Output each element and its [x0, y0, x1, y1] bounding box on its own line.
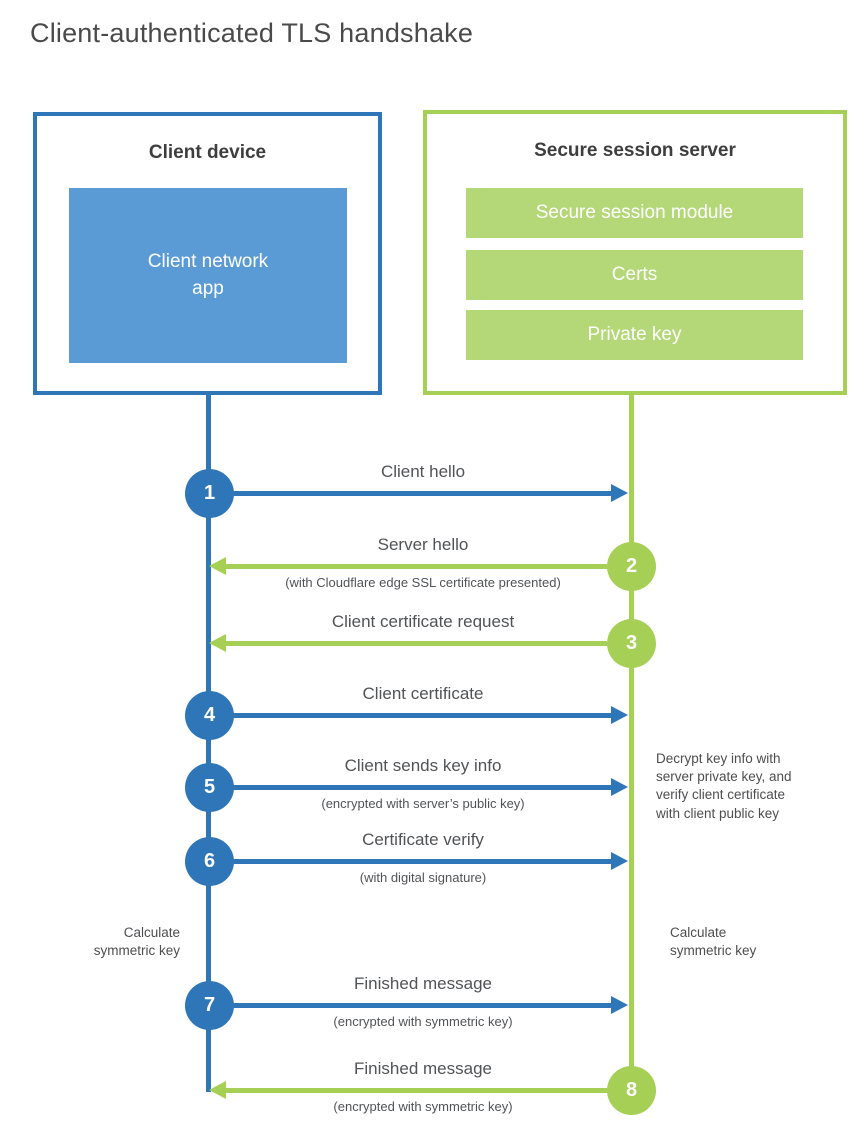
message-label: Client certificate request	[331, 612, 515, 631]
message-sublabel: (encrypted with server’s public key)	[321, 796, 525, 811]
calculate-symmetric-key-note-client: Calculate symmetric key	[93, 925, 180, 959]
message-arrow-line	[233, 1003, 611, 1008]
calculate-symmetric-key-note-server: Calculate symmetric key	[670, 925, 757, 959]
page-title: Client-authenticated TLS handshake	[30, 18, 474, 48]
step-number-badge: 8	[607, 1066, 656, 1115]
message-arrow-head	[611, 852, 628, 870]
message-sublabel: (with Cloudflare edge SSL certificate pr…	[285, 575, 561, 590]
message-label: Client certificate	[362, 684, 484, 703]
step-number: 2	[625, 555, 638, 577]
message-arrow-line	[233, 713, 611, 718]
message-arrow-line	[226, 1088, 607, 1093]
message-label: Finished message	[354, 974, 492, 993]
step-number: 1	[203, 482, 216, 504]
step-number-badge: 4	[185, 691, 234, 740]
step-number-badge: 3	[607, 619, 656, 668]
step-number-badge: 2	[607, 542, 656, 591]
message-label: Client hello	[380, 462, 466, 481]
client-lifeline	[206, 393, 211, 1092]
message-arrow-line	[233, 859, 611, 864]
message-arrow-line	[233, 491, 611, 496]
server-module-secure-session-module: Secure session module	[466, 188, 803, 238]
message-arrow-head	[611, 706, 628, 724]
step-number-badge: 6	[185, 837, 234, 886]
message-arrow-head	[611, 778, 628, 796]
step-number-badge: 5	[185, 763, 234, 812]
message-label: Certificate verify	[362, 830, 484, 849]
message-sublabel: (encrypted with symmetric key)	[333, 1014, 513, 1029]
message-arrow-head	[209, 634, 226, 652]
step-number: 3	[625, 632, 638, 654]
message-arrow-head	[611, 996, 628, 1014]
step-number: 7	[203, 994, 216, 1016]
message-arrow-line	[226, 564, 607, 569]
message-arrow-line	[226, 641, 607, 646]
server-module-certs: Certs	[466, 250, 803, 300]
message-arrow-head	[209, 557, 226, 575]
secure-session-server-box: Secure session server Secure session mod…	[423, 110, 847, 395]
step-number: 6	[203, 850, 216, 872]
step-number: 8	[625, 1079, 638, 1101]
message-arrow-head	[209, 1081, 226, 1099]
message-sublabel: (with digital signature)	[359, 870, 487, 885]
step-number-badge: 1	[185, 469, 234, 518]
server-lifeline	[629, 393, 634, 1092]
message-label: Client sends key info	[344, 756, 502, 775]
message-sublabel: (encrypted with symmetric key)	[333, 1099, 513, 1114]
decrypt-key-note: Decrypt key info with server private key…	[656, 751, 792, 821]
step-number: 4	[203, 704, 216, 726]
message-arrow-line	[233, 785, 611, 790]
step-number: 5	[203, 776, 216, 798]
step-number-badge: 7	[185, 981, 234, 1030]
secure-session-server-title: Secure session server	[534, 140, 736, 161]
client-device-box: Client device Client network app	[33, 112, 382, 395]
message-arrow-head	[611, 484, 628, 502]
client-device-title: Client device	[148, 142, 267, 163]
message-label: Server hello	[377, 535, 469, 554]
server-module-private-key: Private key	[466, 310, 803, 360]
message-label: Finished message	[354, 1059, 492, 1078]
client-network-app-box: Client network app	[69, 188, 347, 363]
